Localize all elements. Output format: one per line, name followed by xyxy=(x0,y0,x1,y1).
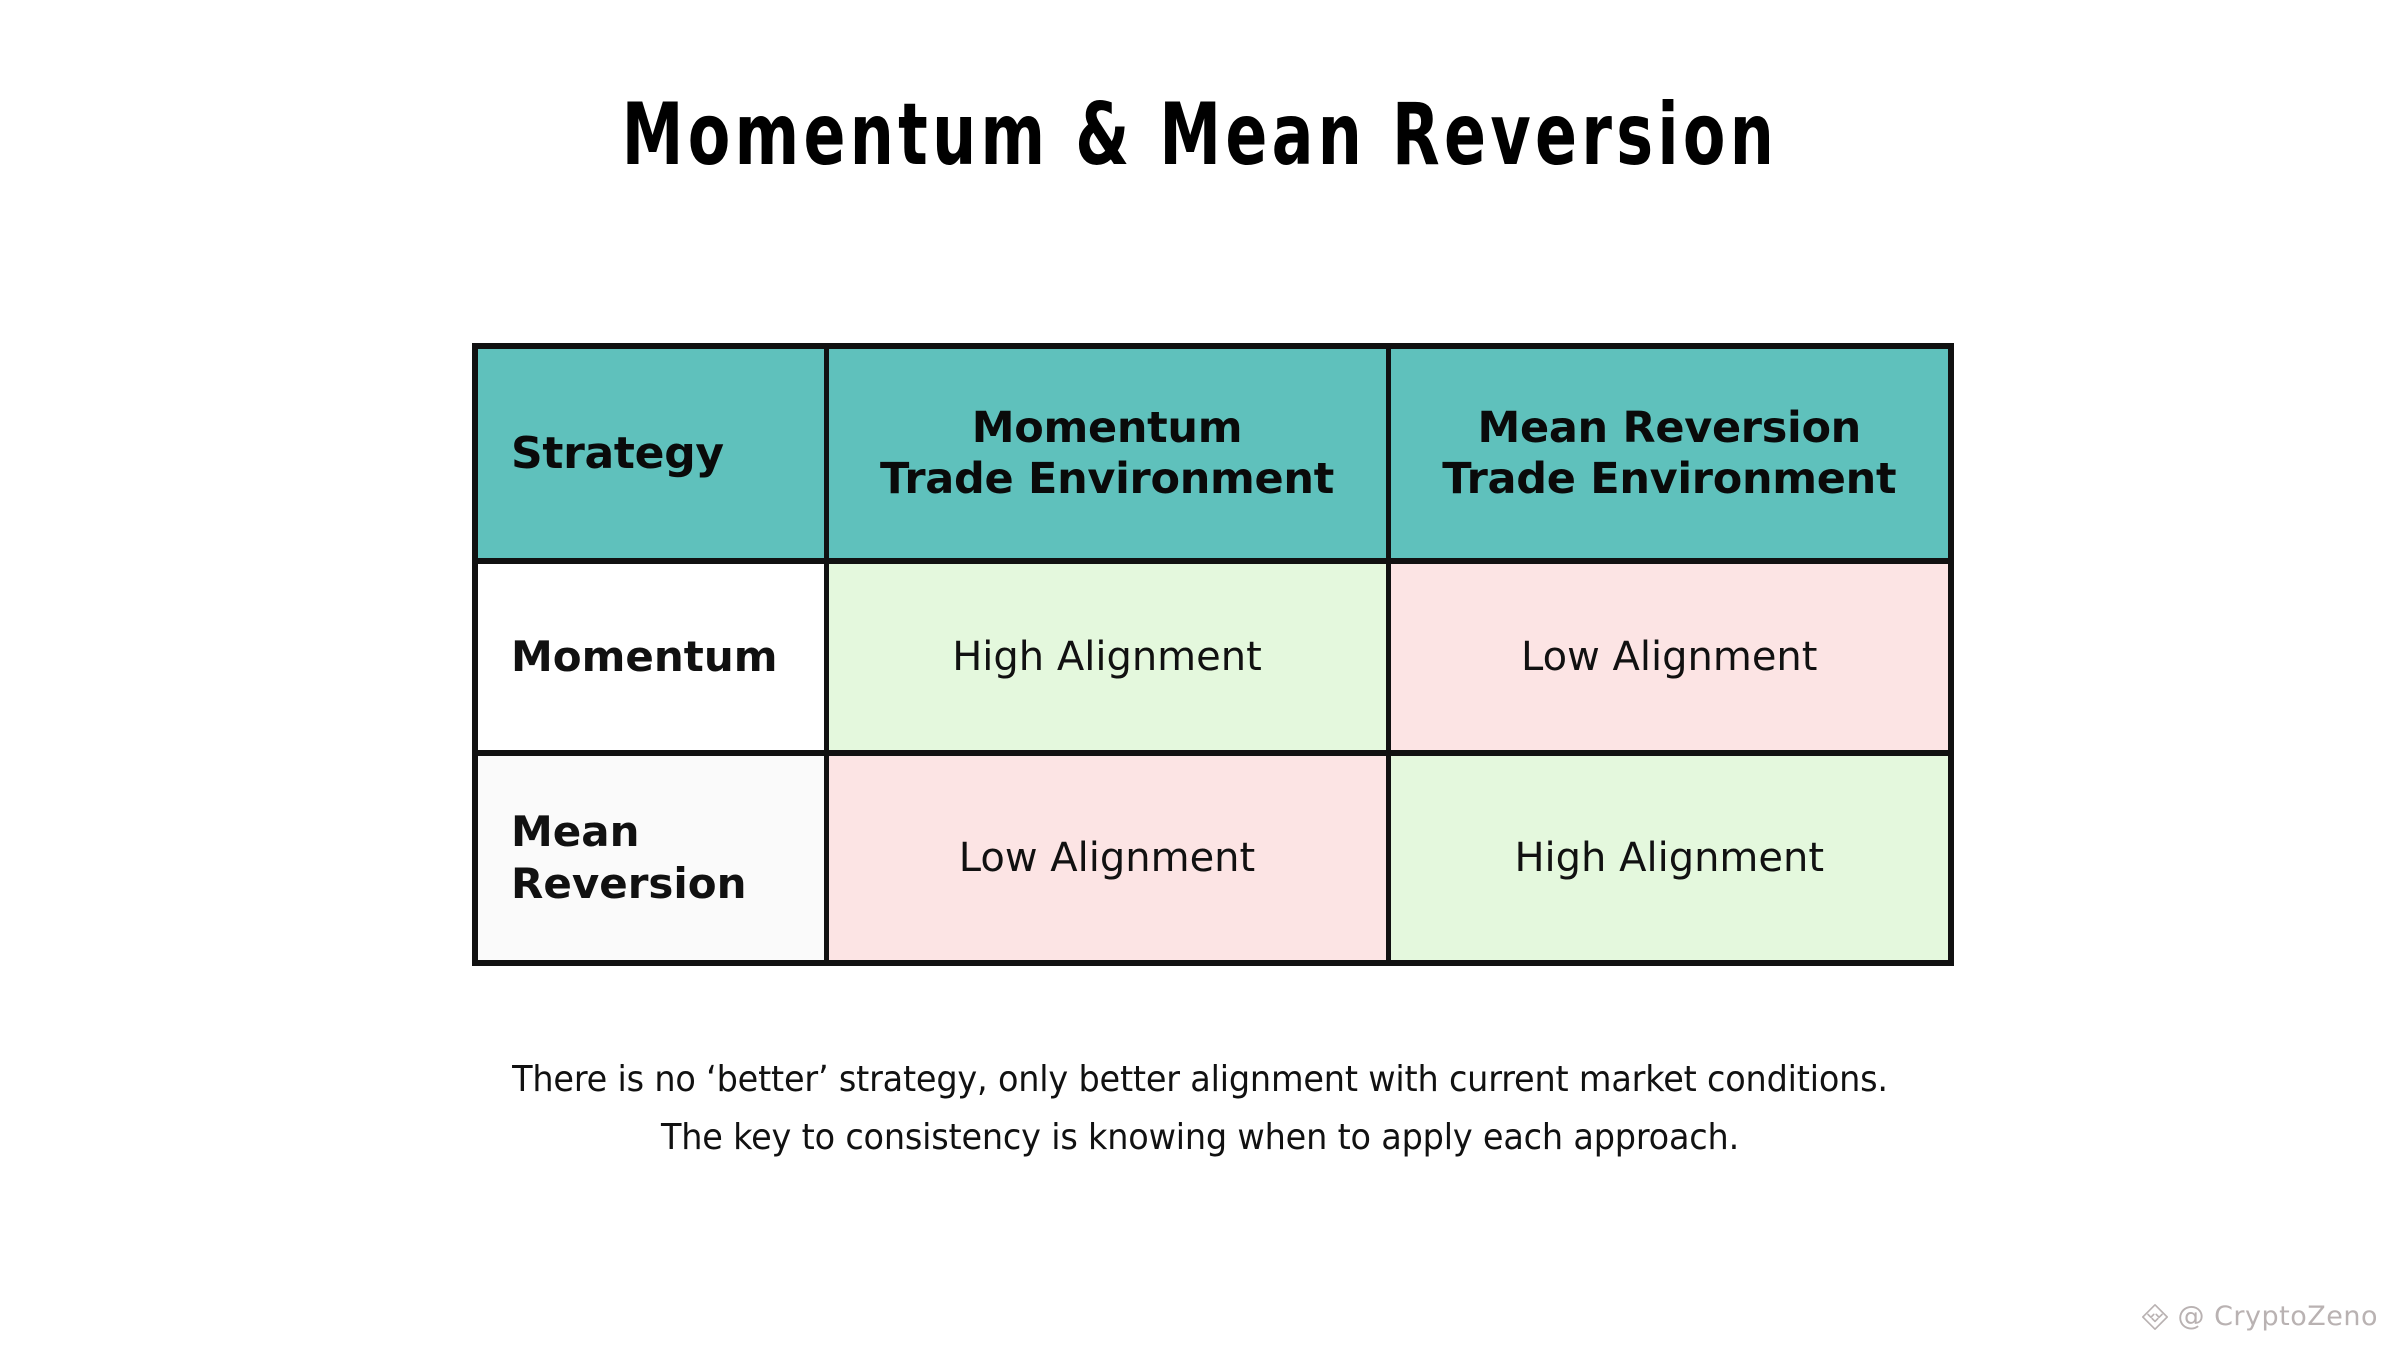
table-row: Mean Reversion Low Alignment High Alignm… xyxy=(475,753,1951,963)
column-header-momentum-line1: Momentum xyxy=(971,403,1243,454)
watermark-handle: @ CryptoZeno xyxy=(2177,1301,2378,1332)
row-label-mean-reversion: Mean Reversion xyxy=(475,753,829,963)
row-label-mean-reversion-line1: Mean xyxy=(511,806,640,856)
caption: There is no ‘better’ strategy, only bett… xyxy=(84,1051,2316,1168)
table-header-row: Strategy Momentum Trade Environment Mean… xyxy=(475,346,1951,564)
caption-line-1: There is no ‘better’ strategy, only bett… xyxy=(512,1059,1888,1100)
caption-line-2: The key to consistency is knowing when t… xyxy=(660,1117,1740,1159)
strategy-alignment-table: Strategy Momentum Trade Environment Mean… xyxy=(472,343,1954,966)
cell-momentum-momentum-env: High Alignment xyxy=(826,561,1391,756)
table-row: Momentum High Alignment Low Alignment xyxy=(475,561,1951,756)
diamond-chevron-logo-icon xyxy=(2140,1302,2170,1332)
cell-mean-reversion-momentum-env: Low Alignment xyxy=(826,753,1391,963)
cell-mean-reversion-mean-reversion-env: High Alignment xyxy=(1388,753,1951,963)
column-header-mean-reversion-line2: Trade Environment xyxy=(1442,453,1897,504)
column-header-momentum-line2: Trade Environment xyxy=(880,453,1334,504)
row-label-mean-reversion-line2: Reversion xyxy=(511,859,747,908)
page-title: Momentum & Mean Reversion xyxy=(621,85,1779,185)
column-header-strategy-label: Strategy xyxy=(511,427,724,479)
cell-momentum-mean-reversion-env: Low Alignment xyxy=(1388,561,1951,756)
column-header-mean-reversion-line1: Mean Reversion xyxy=(1477,403,1861,454)
column-header-strategy: Strategy xyxy=(475,346,829,564)
column-header-mean-reversion-environment: Mean Reversion Trade Environment xyxy=(1388,346,1951,564)
watermark: @ CryptoZeno xyxy=(2140,1301,2379,1332)
column-header-momentum-environment: Momentum Trade Environment xyxy=(826,346,1391,564)
row-label-momentum: Momentum xyxy=(475,561,829,756)
